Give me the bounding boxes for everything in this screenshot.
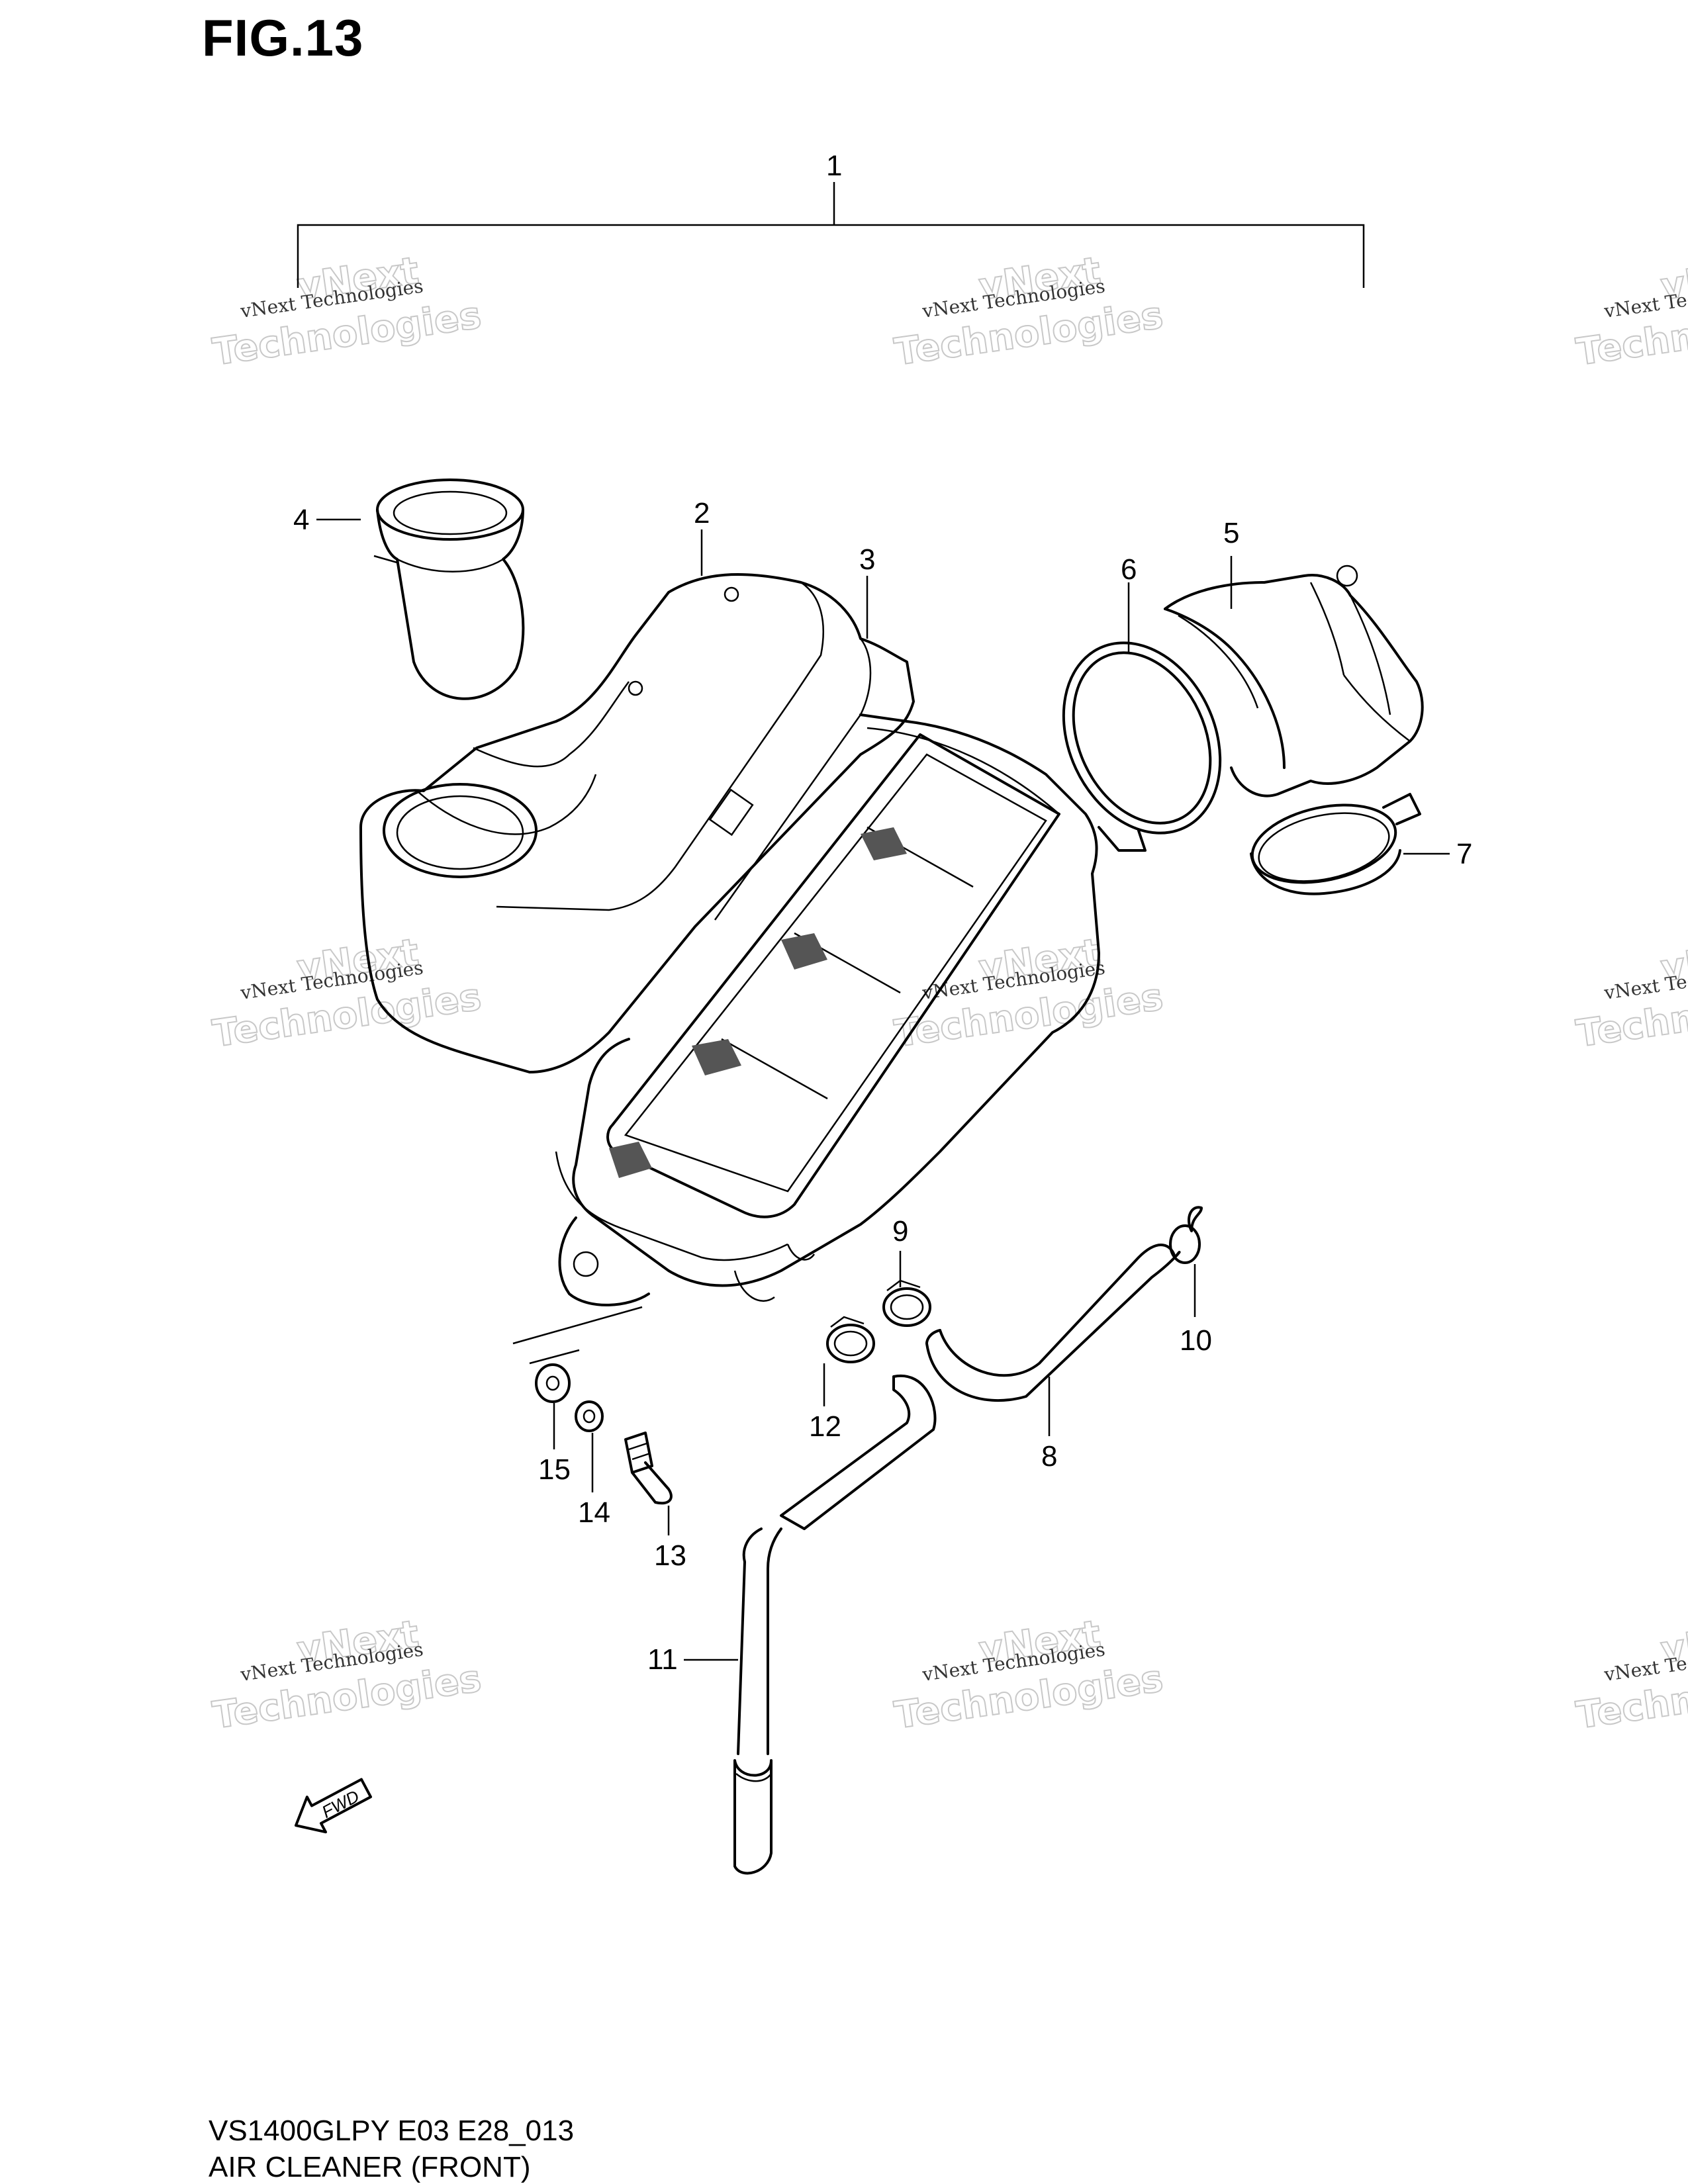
callout-13: 13 <box>654 1539 686 1572</box>
callout-3: 3 <box>859 543 875 576</box>
bolt <box>624 1432 673 1505</box>
watermark-bc: vNext Technologies vNext Technologies <box>891 1612 1166 1738</box>
watermarks: vNext Technologies vNext Technologies vN… <box>209 248 1688 1738</box>
hose-clip <box>1169 1206 1203 1264</box>
assembly-bracket <box>297 182 1365 288</box>
hose-clamp-upper <box>882 1279 931 1327</box>
callout-11: 11 <box>647 1643 678 1676</box>
hose-clamp-lower <box>826 1316 875 1363</box>
callout-4: 4 <box>293 504 309 536</box>
clamp-band-large <box>1062 641 1222 852</box>
air-cleaner-case <box>359 573 1100 1306</box>
callout-14: 14 <box>578 1496 610 1529</box>
callout-1: 1 <box>826 150 842 182</box>
watermark-mr: vNext Technologies vNext Technologies <box>1573 930 1688 1056</box>
drain-tube <box>733 1374 937 1875</box>
callout-15: 15 <box>538 1453 571 1486</box>
leader-lines <box>316 518 1450 1661</box>
callout-5: 5 <box>1223 517 1239 549</box>
watermark-bl: vNext Technologies vNext Technologies <box>209 1612 484 1738</box>
intake-elbow <box>1164 565 1424 797</box>
watermark-tl: vNext Technologies vNext Technologies <box>209 248 484 375</box>
callout-7: 7 <box>1456 838 1472 870</box>
callout-8: 8 <box>1041 1440 1057 1473</box>
callout-10: 10 <box>1180 1324 1212 1357</box>
watermark-tc: vNext Technologies vNext Technologies <box>891 248 1166 375</box>
breather-hose <box>925 1244 1181 1402</box>
mount-guide-lines <box>512 1306 643 1365</box>
diagram-name: AIR CLEANER (FRONT) <box>209 2151 531 2183</box>
callout-numbers: 1 2 3 4 5 6 7 8 9 10 11 12 13 14 15 <box>293 150 1472 1676</box>
intake-funnel <box>373 478 525 700</box>
clamp-ring <box>1250 793 1421 895</box>
callout-6: 6 <box>1121 553 1137 586</box>
washer-small <box>575 1400 604 1432</box>
figure-title: FIG.13 <box>202 9 364 67</box>
watermark-ml: vNext Technologies vNext Technologies <box>209 930 484 1056</box>
callout-12: 12 <box>809 1410 841 1443</box>
watermark-mc: vNext Technologies vNext Technologies <box>891 930 1166 1056</box>
watermark-tr: vNext Technologies vNext Technologies <box>1573 248 1688 375</box>
watermark-br: vNext Technologies vNext Technologies <box>1573 1612 1688 1738</box>
callout-9: 9 <box>892 1215 908 1248</box>
callout-2: 2 <box>694 497 710 529</box>
diagram-code: VS1400GLPY E03 E28_013 <box>209 2115 575 2147</box>
washer-large <box>535 1363 571 1403</box>
forward-arrow-icon: FWD <box>295 1778 373 1834</box>
